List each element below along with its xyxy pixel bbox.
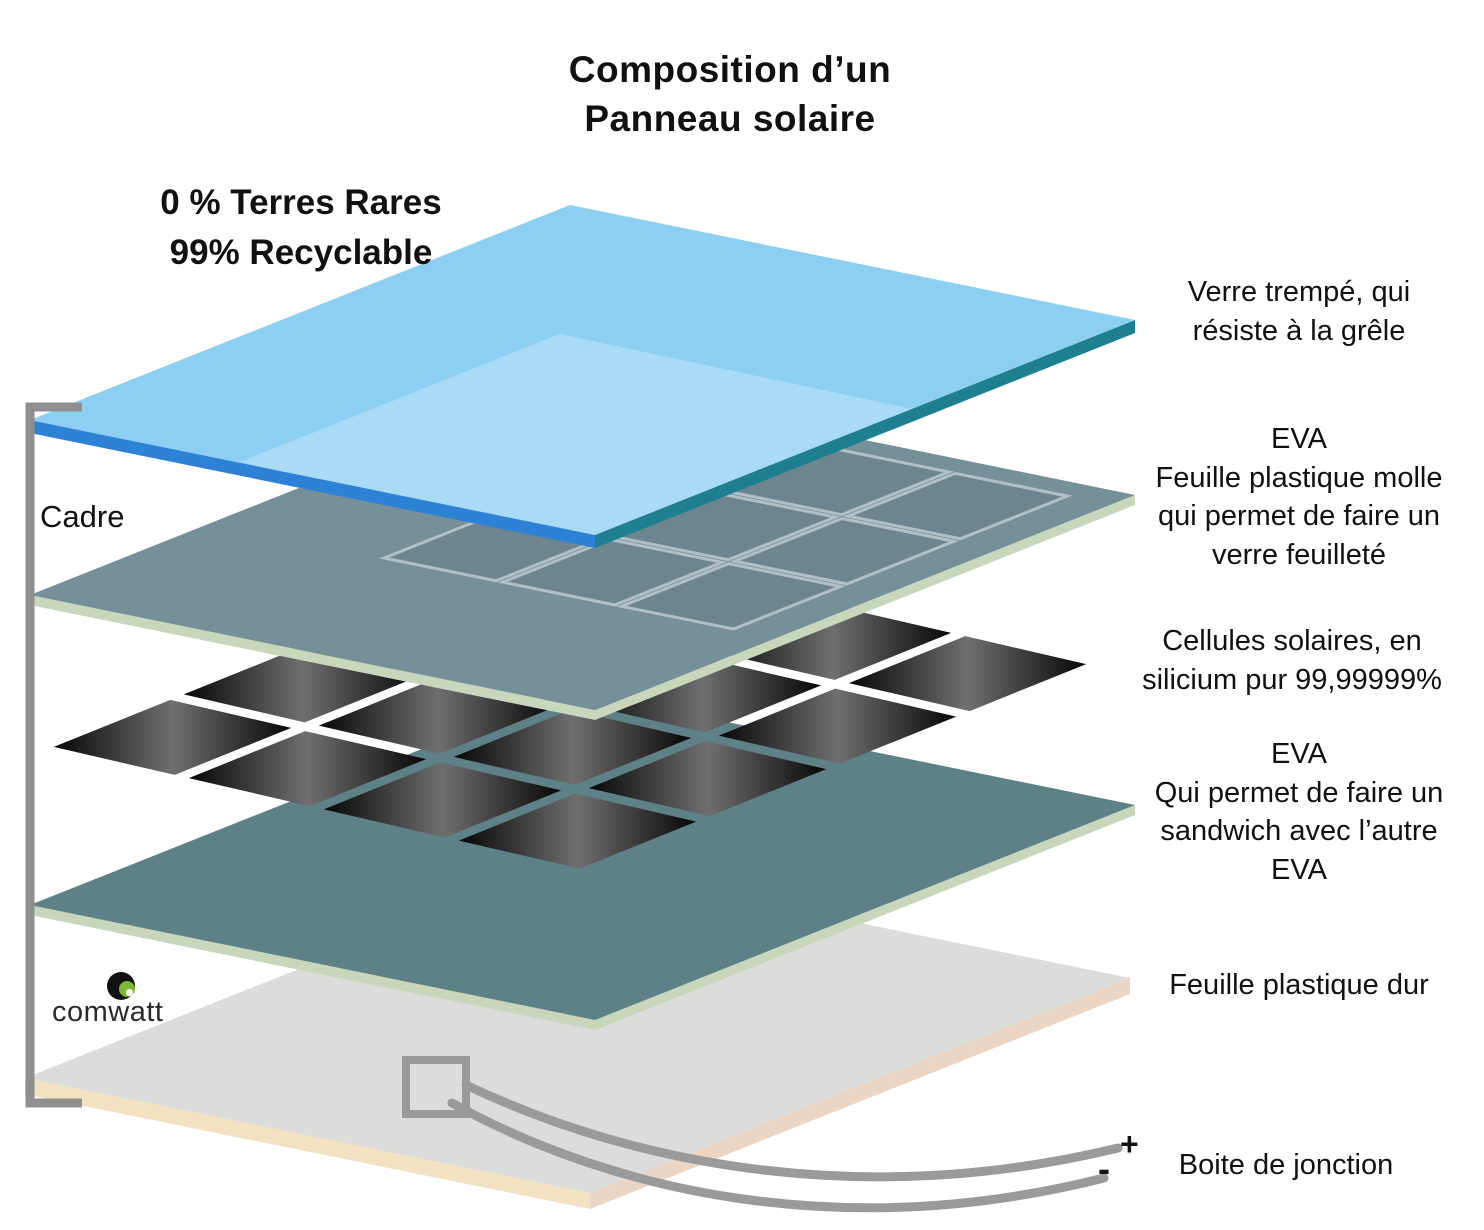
label-glass: Verre trempé, qui résiste à la grêle [1187,276,1411,347]
eva-top-right-edge [595,495,1135,720]
cell-imprint-square [843,471,1073,541]
label-eva-bottom: EVA Qui permet de faire un sandwich avec… [1154,738,1444,886]
cell-imprint-square [497,537,728,607]
solar-cell [458,793,697,869]
frame-label: Cadre [40,499,125,534]
label-backsheet: Feuille plastique dur [1169,969,1429,1001]
eva-bottom-front-edge [30,905,595,1030]
solar-cell [718,688,957,764]
eco-badge: 0 % Terres Rares 99% Recyclable [160,183,442,272]
solar-cell [188,731,427,807]
solar-cell [713,604,952,680]
glass-top-face [30,205,1135,535]
polarity-minus-label: - [1098,1148,1110,1189]
solar-cell [53,699,292,775]
eva-top-front-edge [30,595,595,720]
wire-negative [447,1098,1109,1213]
comwatt-logo-icon [107,972,135,1000]
backsheet-front-edge [25,1078,590,1209]
cell-imprint-square [729,516,960,586]
glass-right-edge [595,320,1135,548]
backsheet-right-edge [590,978,1130,1209]
diagram-title: Composition d’un Panneau solaire [568,49,892,139]
backsheet-top-face [25,863,1130,1193]
comwatt-logo-text: comwatt [52,996,164,1028]
glass-highlight [240,334,950,535]
label-junction-box: Boite de jonction [1178,1149,1394,1181]
cell-imprint-square [616,562,846,631]
frame-bracket [25,402,82,1108]
glass-front-edge [30,420,595,548]
polarity-plus-label: + [1120,1126,1139,1162]
solar-cell [588,741,827,817]
solar-cell [848,636,1087,712]
label-solar-cells: Cellules solaires, en silicium pur 99,99… [1142,625,1442,696]
solar-cell [583,657,822,733]
glass-layer [30,205,1135,548]
eva-bottom-right-edge [595,805,1135,1030]
label-eva-top: EVA Feuille plastique molle qui permet d… [1155,423,1443,571]
backsheet-layer [25,863,1130,1209]
wire-positive [461,1080,1123,1182]
solar-cell [453,709,692,785]
solar-cell [323,762,562,838]
